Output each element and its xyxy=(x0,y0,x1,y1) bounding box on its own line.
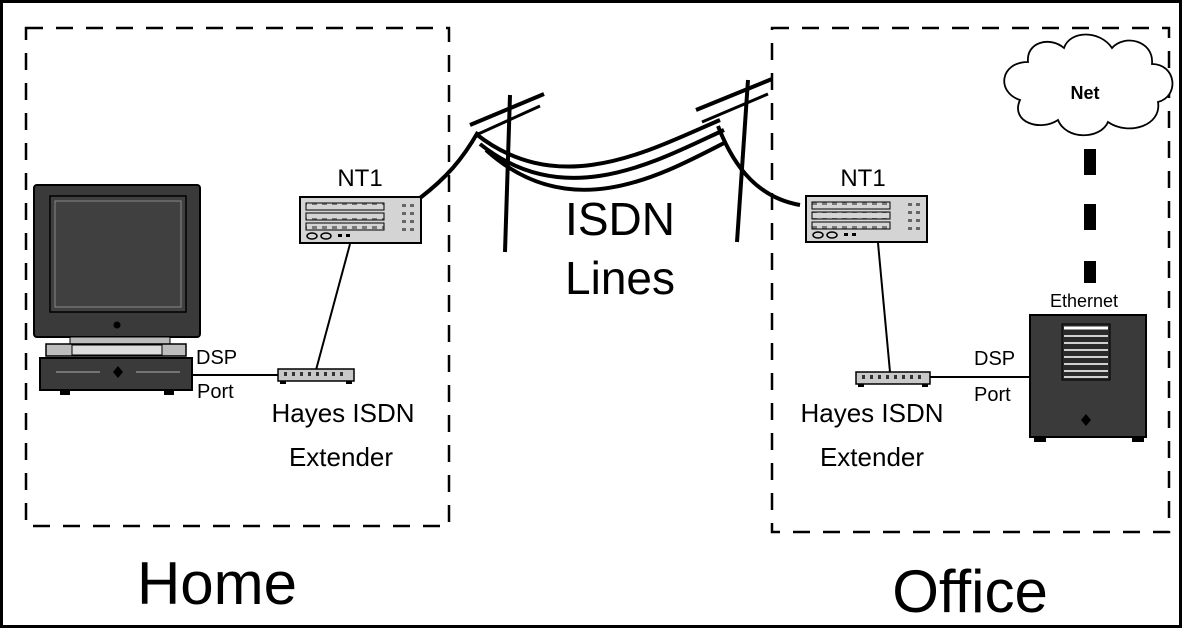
net-label: Net xyxy=(1070,83,1099,103)
port-label-home: Port xyxy=(197,381,234,403)
isdn-label-line1: ISDN xyxy=(565,193,675,245)
home-region-border xyxy=(24,26,451,528)
computer-icon xyxy=(33,184,201,395)
nt1-to-extender-cable-office xyxy=(877,242,891,373)
extender-label-home-line1: Hayes ISDN xyxy=(271,398,414,428)
utility-pole-icon xyxy=(469,92,545,253)
nt1-to-extender-cable-home xyxy=(315,243,351,371)
extender-label-office-line2: Extender xyxy=(820,442,924,472)
isdn-extender-icon xyxy=(277,368,355,384)
extender-label-home-line2: Extender xyxy=(289,442,393,472)
server-icon xyxy=(1029,314,1147,442)
nt1-device-icon xyxy=(805,195,928,243)
dsp-label-office: DSP xyxy=(974,348,1015,370)
home-title: Home xyxy=(137,550,297,617)
isdn-extender-icon xyxy=(855,371,931,387)
port-label-office: Port xyxy=(974,384,1011,406)
net-link xyxy=(1084,149,1096,283)
isdn-lines xyxy=(418,118,801,207)
nt1-label-home: NT1 xyxy=(337,165,382,192)
nt1-device-icon xyxy=(299,196,422,244)
ethernet-label: Ethernet xyxy=(1050,291,1118,311)
cloud-icon xyxy=(1003,33,1174,137)
isdn-label-line2: Lines xyxy=(565,252,675,304)
office-title: Office xyxy=(892,558,1048,625)
extender-label-office-line1: Hayes ISDN xyxy=(800,398,943,428)
nt1-label-office: NT1 xyxy=(840,165,885,192)
dsp-label-home: DSP xyxy=(196,347,237,369)
utility-pole-icon xyxy=(695,77,773,243)
